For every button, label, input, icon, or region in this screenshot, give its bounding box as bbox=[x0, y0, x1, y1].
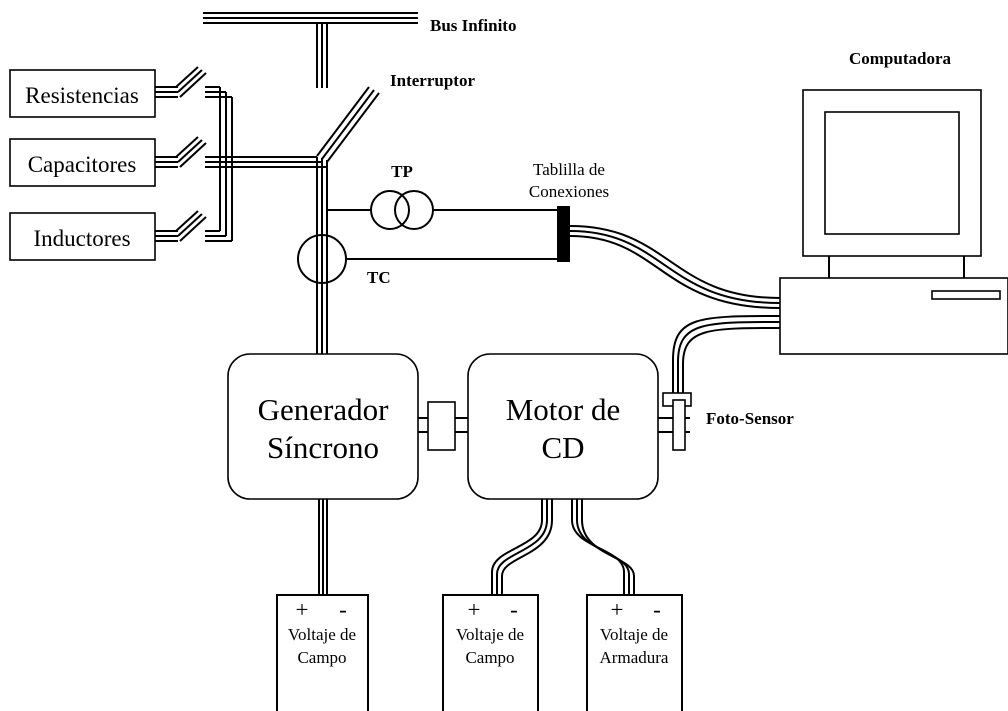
supply-3-plus: + bbox=[611, 597, 624, 622]
supply-motor-armature: + - Voltaje de Armadura bbox=[586, 594, 683, 711]
motor-label-2: CD bbox=[541, 430, 584, 465]
motor-leads bbox=[491, 499, 635, 595]
resistencias-box bbox=[9, 69, 156, 118]
bus-label: Bus Infinito bbox=[430, 16, 516, 35]
supply-2-plus: + bbox=[468, 597, 481, 622]
cable-sensor-to-computer bbox=[672, 315, 781, 396]
computer-icon bbox=[779, 89, 1008, 355]
capacitores-box bbox=[9, 138, 156, 187]
supply-1-line1: Voltaje de bbox=[288, 625, 356, 644]
load-switches bbox=[155, 66, 207, 242]
photo-sensor bbox=[658, 392, 692, 451]
tc-transformer bbox=[297, 234, 557, 284]
terminal-board-label-1: Tablilla de bbox=[533, 160, 605, 179]
supply-2-line2: Campo bbox=[465, 648, 514, 667]
tp-label: TP bbox=[391, 162, 413, 181]
generator-field-leads bbox=[318, 499, 328, 595]
inductores-box bbox=[9, 212, 156, 261]
supply-2-minus: - bbox=[510, 597, 518, 622]
supply-3-line1: Voltaje de bbox=[600, 625, 668, 644]
supply-3-line2: Armadura bbox=[600, 648, 669, 667]
main-feeder bbox=[316, 157, 328, 354]
tp-transformer bbox=[327, 190, 557, 230]
motor-label-1: Motor de bbox=[506, 392, 621, 427]
supply-1-plus: + bbox=[296, 597, 309, 622]
resistencias-label: Resistencias bbox=[25, 83, 139, 108]
generator-label-2: Síncrono bbox=[267, 430, 379, 465]
infinite-bus bbox=[203, 12, 418, 88]
breaker-label: Interruptor bbox=[390, 71, 475, 90]
terminal-board bbox=[557, 206, 570, 262]
computer-label: Computadora bbox=[849, 49, 952, 68]
load-collector-bus bbox=[205, 86, 327, 242]
cable-board-to-computer bbox=[569, 225, 781, 309]
shaft-coupling bbox=[418, 401, 468, 451]
supply-1-line2: Campo bbox=[297, 648, 346, 667]
capacitores-label: Capacitores bbox=[28, 152, 137, 177]
supply-generator-field: + - Voltaje de Campo bbox=[276, 594, 369, 711]
supply-1-minus: - bbox=[339, 597, 347, 622]
tc-label: TC bbox=[367, 268, 391, 287]
supply-motor-field: + - Voltaje de Campo bbox=[442, 594, 539, 711]
terminal-board-label-2: Conexiones bbox=[529, 182, 609, 201]
dc-motor-box bbox=[467, 353, 659, 500]
generator-label-1: Generador bbox=[258, 392, 389, 427]
inductores-label: Inductores bbox=[33, 226, 130, 251]
supply-3-minus: - bbox=[653, 597, 661, 622]
breaker-switch bbox=[316, 86, 380, 163]
supply-2-line1: Voltaje de bbox=[456, 625, 524, 644]
photo-sensor-label: Foto-Sensor bbox=[706, 409, 794, 428]
